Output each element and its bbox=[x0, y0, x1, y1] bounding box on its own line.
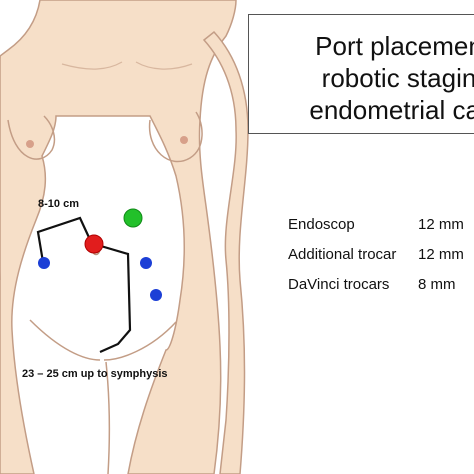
lower-measurement-bracket bbox=[93, 242, 132, 354]
davinci-port-marker-right-upper bbox=[140, 257, 152, 269]
groin-line-left bbox=[29, 319, 101, 361]
upper-measurement-bracket bbox=[36, 216, 93, 269]
endoscope-port-marker bbox=[84, 234, 104, 254]
left-breast-outline bbox=[7, 115, 56, 160]
groin-line-right bbox=[103, 321, 177, 361]
thigh-line bbox=[105, 361, 111, 474]
legend-label-endoscope: Endoscop bbox=[288, 216, 355, 233]
upper-measurement-label: 8-10 cm bbox=[38, 198, 79, 210]
legend-value-davinci-trocars: 8 mm bbox=[418, 276, 456, 293]
collarbone-right bbox=[135, 61, 193, 70]
right-nipple bbox=[180, 136, 188, 144]
legend-label-davinci-trocars: DaVinci trocars bbox=[288, 276, 390, 293]
legend-value-additional-trocar: 12 mm bbox=[418, 246, 464, 263]
title-line-2: robotic stagin bbox=[321, 63, 474, 93]
davinci-port-marker-right-lower bbox=[150, 289, 162, 301]
left-nipple bbox=[26, 140, 34, 148]
legend-value-endoscope: 12 mm bbox=[418, 216, 464, 233]
collarbone-left bbox=[61, 61, 123, 70]
davinci-port-marker-left bbox=[38, 257, 50, 269]
torso-silhouette bbox=[0, 0, 237, 474]
title-line-3: endometrial car bbox=[309, 95, 474, 125]
legend-label-additional-trocar: Additional trocar bbox=[288, 246, 397, 263]
right-breast-outline bbox=[148, 111, 203, 163]
title-line-1: Port placemen bbox=[315, 31, 474, 61]
additional-trocar-port-marker bbox=[123, 208, 143, 228]
title-box: Port placemen robotic stagin endometrial… bbox=[248, 14, 474, 134]
lower-measurement-label: 23 – 25 cm up to symphysis bbox=[22, 368, 168, 380]
